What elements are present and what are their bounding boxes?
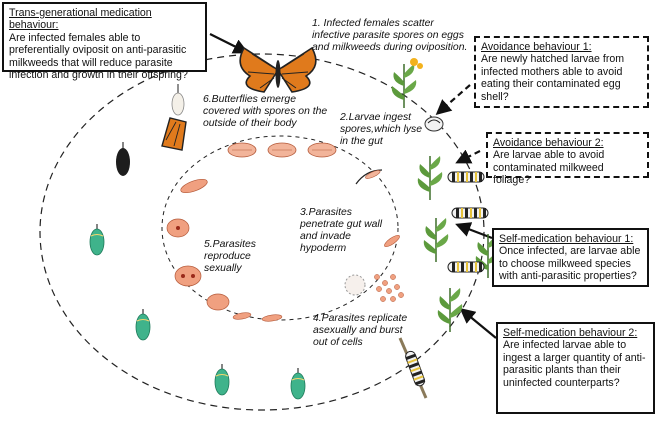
step-4-label: 4.Parasites replicate asexually and burs…	[313, 313, 408, 348]
arrow-avoidance-1	[435, 84, 471, 116]
self-medication-1-text: Once infected, are larvae able to choose…	[499, 245, 641, 283]
larva-1	[447, 171, 485, 183]
larva-feeding	[398, 337, 428, 399]
larva-3	[447, 261, 485, 273]
chrysalis-green-bottom-left	[135, 308, 151, 341]
self-medication-1-box: Self-medication behaviour 1: Once infect…	[492, 228, 649, 287]
parasite-cycle-ring	[161, 135, 399, 321]
lysed-spores	[355, 169, 383, 185]
step-2-label: 2.Larvae ingest spores,which lyse in the…	[340, 112, 423, 147]
dividing-parasites	[166, 178, 230, 311]
milkweed-plant-2	[417, 155, 443, 201]
step-3-label: 3.Parasites penetrate gut wall and invad…	[300, 207, 383, 254]
trans-generational-title: Trans-generational medication behaviour:	[9, 7, 152, 32]
life-cycle-ring	[39, 53, 485, 411]
chrysalis-dark	[116, 142, 130, 176]
chrysalis-green-left	[89, 223, 105, 256]
arrow-self-medication-2	[459, 308, 497, 339]
self-medication-1-title: Self-medication behaviour 1:	[499, 233, 634, 245]
burst-cell-cluster	[344, 274, 404, 302]
chrysalis-green-bottom	[214, 363, 230, 396]
avoidance-2-text: Are larvae able to avoid contaminated mi…	[493, 149, 605, 187]
parasite-hypoderm	[384, 234, 400, 248]
step-1-label: 1. Infected females scatter infective pa…	[312, 18, 468, 53]
arrow-avoidance-2	[455, 149, 481, 164]
spore-1	[227, 142, 257, 158]
trans-generational-box: Trans-generational medication behaviour:…	[2, 2, 207, 81]
avoidance-2-title: Avoidance behaviour 2:	[493, 137, 604, 149]
chrysalis-green-bottom-right	[290, 367, 306, 400]
step-6-label: 6.Butterflies emerge covered with spores…	[203, 94, 328, 129]
self-medication-2-title: Self-medication behaviour 2:	[503, 327, 638, 339]
step-5-label: 5.Parasites reproduce sexually	[204, 239, 256, 274]
avoidance-1-box: Avoidance behaviour 1: Are newly hatched…	[474, 36, 649, 108]
spore-2	[267, 142, 297, 158]
larva-2	[451, 207, 489, 219]
self-medication-2-box: Self-medication behaviour 2: Are infecte…	[496, 322, 655, 414]
self-medication-2-text: Are infected larvae able to ingest a lar…	[503, 339, 646, 389]
arrow-trans-generational	[209, 33, 249, 54]
spore-3	[307, 142, 337, 158]
trans-generational-text: Are infected females able to preferentia…	[9, 31, 188, 82]
avoidance-2-box: Avoidance behaviour 2: Are larvae able t…	[486, 132, 649, 186]
milkweed-plant-5	[437, 287, 463, 333]
arrow-self-medication-1	[455, 222, 493, 240]
parasite-nuclei	[176, 226, 195, 278]
avoidance-1-text: Are newly hatched larvae from infected m…	[481, 53, 625, 103]
milkweed-plant-3	[423, 217, 449, 263]
monarch-butterfly	[239, 46, 317, 93]
avoidance-1-title: Avoidance behaviour 1:	[481, 41, 592, 53]
emerging-butterfly	[161, 84, 187, 151]
elongated-parasites	[232, 312, 283, 322]
hatching-larva-egg	[424, 116, 444, 132]
